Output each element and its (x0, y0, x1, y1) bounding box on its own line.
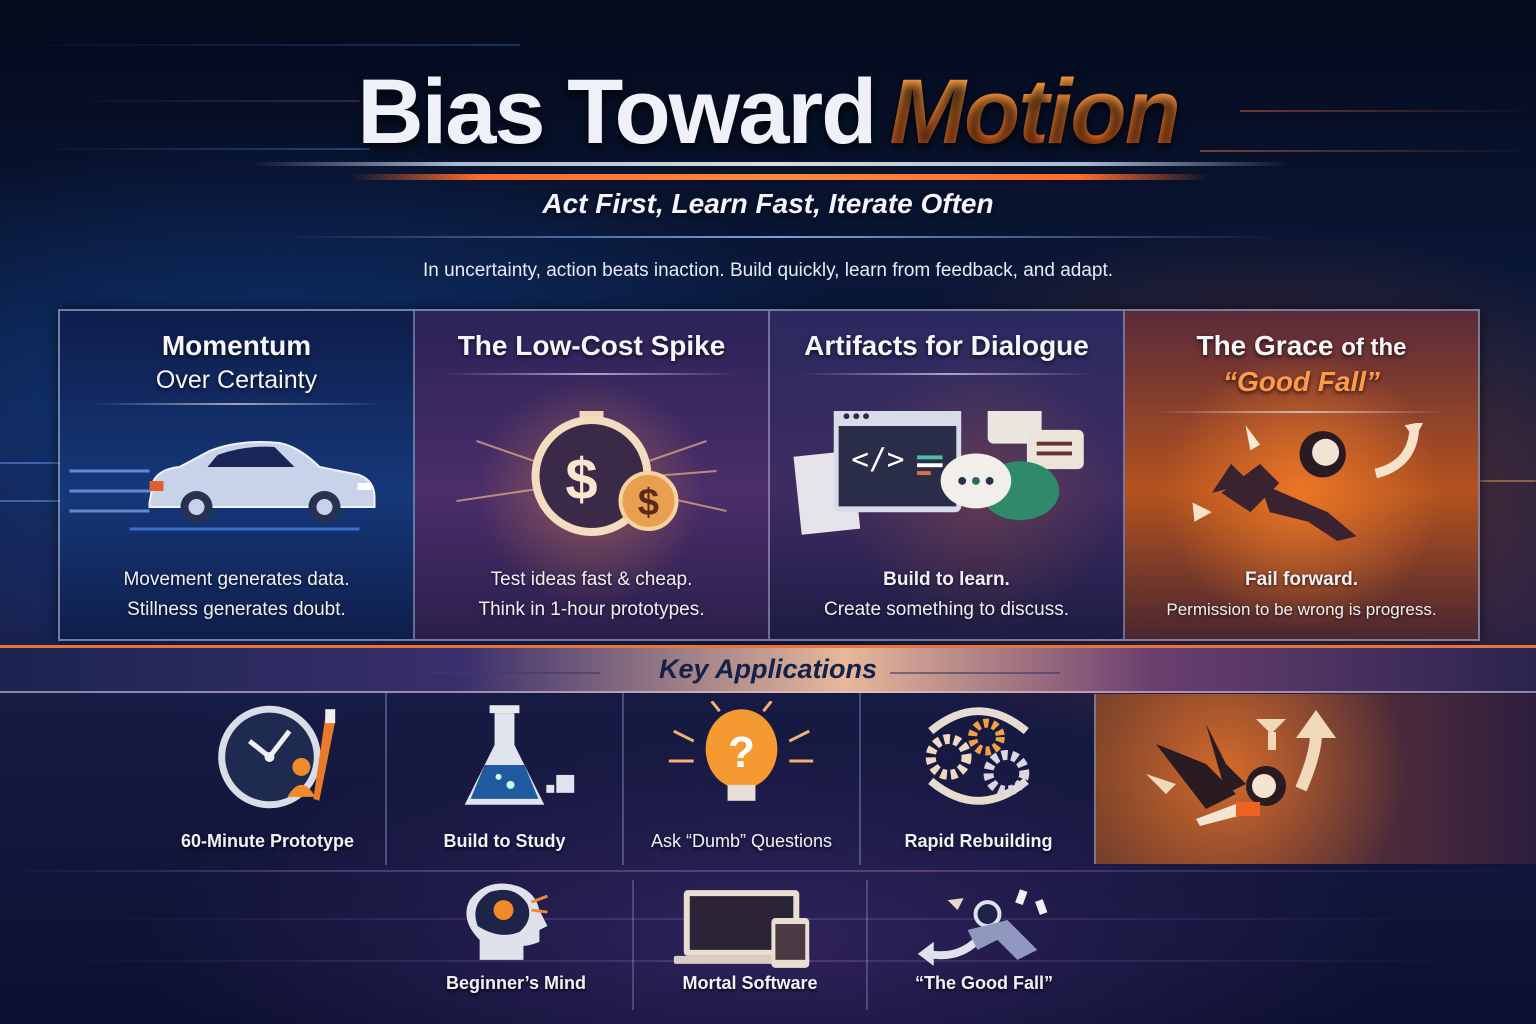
good-fall-illustration-panel (1094, 694, 1536, 864)
application-item: Rapid Rebuilding (861, 693, 1096, 865)
subtitle-divider (280, 236, 1280, 238)
application-item: Build to Study (387, 693, 624, 865)
pillar-divider (90, 403, 383, 405)
pillar-description: Movement generates data. Stillness gener… (60, 565, 413, 625)
gears-cycle-icon (925, 707, 1030, 805)
pillar-description: Test ideas fast & cheap. Think in 1-hour… (415, 565, 768, 625)
banner-rule-left (430, 672, 600, 674)
title-divider (250, 162, 1290, 166)
svg-text:$: $ (638, 482, 659, 524)
pillar-title: Artifacts for Dialogue (804, 330, 1089, 361)
application-label: Mortal Software (682, 973, 818, 993)
pillar-low-cost-spike: The Low-Cost Spike $ $ Test ideas fast &… (415, 311, 770, 639)
pillar-good-fall: The Grace of the “Good Fall” Fail forwar… (1125, 311, 1478, 639)
applications-row-2: Beginner’s Mind Mortal Software “The Goo… (400, 880, 1100, 1010)
pillar-description: Build to learn. Create something to disc… (770, 565, 1123, 625)
tagline: In uncertainty, action beats inaction. B… (422, 260, 1114, 281)
application-item: Mortal Software (634, 880, 868, 1010)
falling-figure-icon (1146, 710, 1336, 826)
key-applications-banner: Key Applications (0, 645, 1536, 693)
pillar-title-part-c: “Good Fall” (1222, 366, 1381, 397)
principles-panel: Momentum Over Certainty Movement generat… (58, 309, 1480, 641)
tumbling-figure-icon (917, 889, 1048, 966)
applications-row-1: 60-Minute Prototype Build to Study ? Ask… (150, 693, 1096, 865)
laptop-tablet-icon (673, 890, 810, 968)
application-item: “The Good Fall” (868, 880, 1100, 1010)
application-label: 60-Minute Prototype (180, 831, 354, 851)
pillar-title-part-a: The Grace (1196, 330, 1334, 361)
pillar-title: Momentum Over Certainty (60, 329, 413, 397)
title-part-1: Bias Toward (357, 61, 877, 163)
svg-text:$: $ (565, 447, 597, 512)
pillar-line-1: Movement generates data. (123, 569, 350, 590)
subtitle: Act First, Learn Fast, Iterate Often (542, 188, 994, 219)
application-item: Beginner’s Mind (400, 880, 634, 1010)
pillar-description: Fail forward. Permission to be wrong is … (1125, 565, 1478, 625)
code-chat-icon: </> (793, 411, 1084, 535)
pillar-title-main: Momentum (161, 330, 312, 361)
stopwatch-dollar-icon: $ $ (456, 411, 727, 536)
pillar-line-2: Permission to be wrong is progress. (1166, 600, 1437, 619)
clock-brush-icon (218, 705, 336, 809)
title-part-2: Motion (889, 61, 1180, 163)
pillar-title-sub: Over Certainty (155, 366, 318, 394)
pillar-title: The Grace of the “Good Fall” (1125, 329, 1478, 399)
car-icon (69, 441, 376, 531)
application-label: Ask “Dumb” Questions (650, 831, 833, 851)
pillar-line-1: Test ideas fast & cheap. (490, 569, 693, 590)
pillar-divider (1155, 411, 1448, 413)
pillar-title: The Low-Cost Spike (457, 330, 726, 361)
application-label: “The Good Fall” (915, 973, 1053, 993)
pillar-divider (445, 373, 738, 375)
lightbulb-question-icon: ? (668, 701, 814, 801)
application-item: 60-Minute Prototype (150, 693, 387, 865)
pillar-line-2: Think in 1-hour prototypes. (478, 599, 705, 620)
svg-text:?: ? (728, 728, 755, 777)
application-label: Rapid Rebuilding (904, 831, 1053, 851)
pillar-momentum: Momentum Over Certainty Movement generat… (60, 311, 415, 639)
head-brain-icon (466, 883, 548, 960)
application-label: Build to Study (443, 831, 566, 851)
pillar-line-2: Create something to discuss. (823, 599, 1069, 620)
falling-person-icon (1192, 423, 1424, 542)
title-accent-divider (350, 174, 1210, 180)
pillar-line-1: Build to learn. (883, 569, 1010, 590)
key-applications-heading: Key Applications (658, 654, 878, 684)
pillar-line-2: Stillness generates doubt. (127, 599, 346, 620)
pillar-title-part-b: of the (1341, 334, 1407, 361)
svg-text:</>: </> (851, 442, 904, 476)
application-item: ? Ask “Dumb” Questions (624, 693, 861, 865)
banner-rule-right (890, 672, 1060, 674)
pillar-line-1: Fail forward. (1245, 569, 1358, 590)
pillar-divider (800, 373, 1093, 375)
pillar-artifacts-for-dialogue: Artifacts for Dialogue </> Build to lear… (770, 311, 1125, 639)
flask-icon (464, 705, 575, 805)
application-label: Beginner’s Mind (445, 973, 586, 993)
